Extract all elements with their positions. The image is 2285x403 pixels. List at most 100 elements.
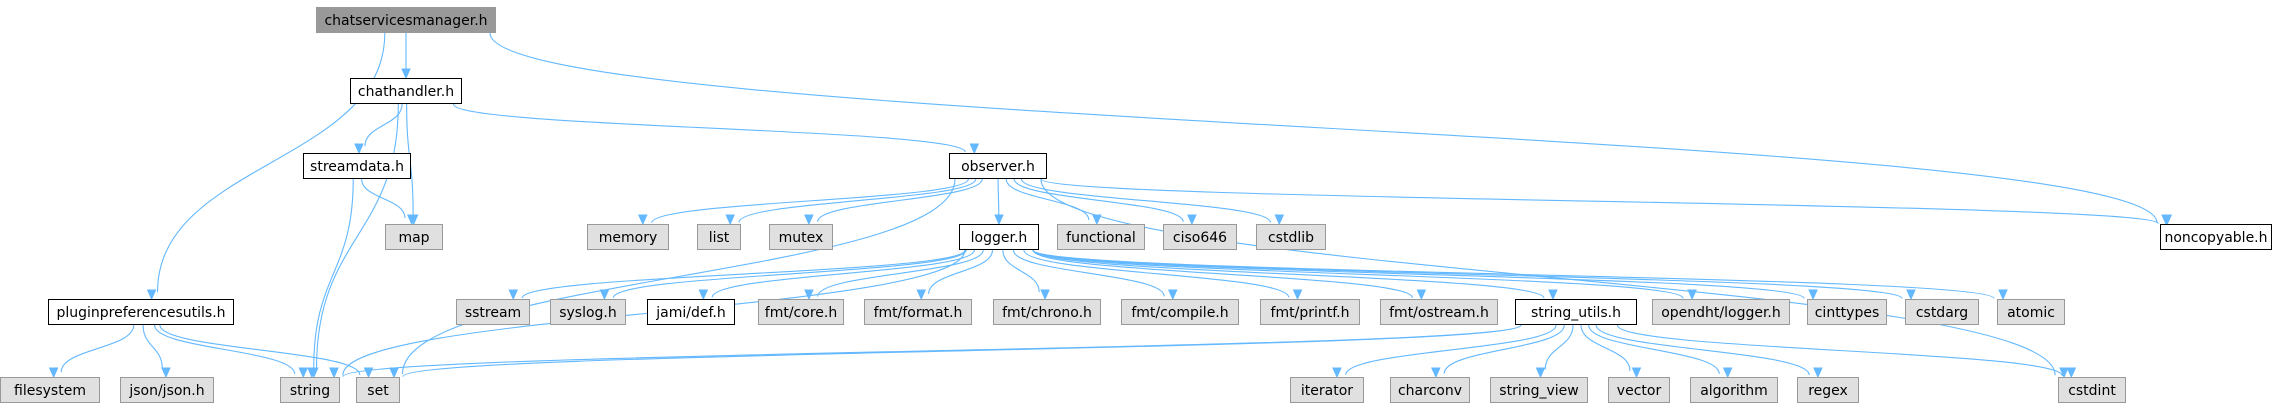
edge-arrowhead: [1535, 367, 1546, 379]
node-observer[interactable]: observer.h: [949, 153, 1047, 179]
edge-line: [1020, 178, 1271, 223]
node-iterator: iterator: [1290, 377, 1364, 403]
node-label: streamdata.h: [310, 159, 404, 175]
edge-arrowhead: [2066, 367, 2077, 379]
node-label: string_view: [1499, 383, 1578, 399]
edge-observer-to-memory: [638, 178, 969, 226]
edge-line: [60, 324, 135, 373]
edge-logger-to-opendhtlogger: [1032, 249, 1697, 301]
node-label: fmt/printf.h: [1271, 305, 1350, 321]
edge-arrowhead: [1813, 367, 1823, 379]
edge-logger-to-sstream: [508, 249, 966, 301]
edge-arrowhead: [1998, 289, 2008, 301]
node-string_utils[interactable]: string_utils.h: [1515, 299, 1637, 325]
edge-arrowhead: [146, 289, 157, 301]
edge-arrowhead: [994, 214, 1004, 226]
edge-arrowhead: [1548, 289, 1558, 301]
node-logger[interactable]: logger.h: [959, 224, 1039, 250]
edge-observer-to-mutex: [804, 178, 983, 226]
edge-observer-to-ciso646: [1013, 178, 1197, 226]
edge-line: [1588, 324, 1720, 374]
node-label: syslog.h: [559, 305, 617, 321]
node-fmtprintf: fmt/printf.h: [1260, 299, 1360, 325]
edge-arrowhead: [1722, 367, 1733, 379]
node-box: [1797, 377, 1859, 403]
edge-line: [1040, 178, 2159, 225]
edge-string_utils-to-charconv: [1431, 324, 1565, 379]
node-chathandler[interactable]: chathandler.h: [350, 78, 462, 104]
edge-chatservicesmanager-to-chathandler: [401, 33, 411, 80]
edge-arrowhead: [1332, 367, 1342, 379]
edge-arrowhead: [804, 214, 814, 226]
edge-line: [364, 103, 403, 147]
node-noncopyable[interactable]: noncopyable.h: [2160, 224, 2272, 250]
node-jamidef[interactable]: jami/def.h: [647, 299, 735, 325]
node-label: map: [398, 230, 429, 246]
node-box: [316, 7, 496, 33]
node-label: noncopyable.h: [2164, 230, 2267, 246]
node-box: [1390, 377, 1470, 403]
edge-line: [1595, 324, 1810, 376]
node-label: mutex: [779, 230, 824, 246]
edge-arrowhead: [1416, 289, 1427, 301]
node-label: list: [709, 230, 730, 246]
node-box: [1490, 377, 1588, 403]
node-box: [550, 299, 626, 325]
node-label: chatservicesmanager.h: [324, 13, 487, 29]
node-box: [1256, 224, 1326, 250]
node-box: [993, 299, 1101, 325]
node-label: cstdlib: [1268, 230, 1314, 246]
node-box: [1380, 299, 1498, 325]
edge-logger-to-fmtostream: [1032, 249, 1427, 301]
edge-pluginpreferencesutils-to-filesystem: [48, 324, 135, 379]
edge-string_utils-to-string_view: [1535, 324, 1574, 379]
edge-logger-to-string_utils: [1032, 249, 1558, 301]
edge-arrowhead: [2162, 214, 2173, 226]
node-pluginpreferencesutils[interactable]: pluginpreferencesutils.h: [48, 299, 234, 325]
node-label: atomic: [2007, 305, 2055, 321]
edge-arrowhead: [1187, 214, 1197, 226]
edge-arrowhead: [161, 367, 171, 379]
edge-arrowhead: [389, 367, 399, 379]
edge-arrowhead: [698, 289, 709, 301]
edge-logger-to-fmtformat: [916, 249, 994, 301]
edge-arrowhead: [916, 289, 927, 301]
node-jsonjson: json/json.h: [120, 377, 214, 403]
edge-logger-to-atomic: [1032, 249, 2008, 301]
edge-logger-to-fmtcompile: [1012, 249, 1178, 301]
node-box: [587, 224, 669, 250]
edge-line: [313, 178, 354, 369]
node-box: [0, 377, 100, 403]
edge-logger-to-fmtcore: [804, 249, 984, 301]
node-functional: functional: [1057, 224, 1145, 250]
edge-string_utils-to-string: [329, 324, 1522, 379]
edge-arrowhead: [298, 367, 309, 379]
edge-line: [401, 178, 956, 375]
node-box: [2058, 377, 2126, 403]
node-string_view: string_view: [1490, 377, 1588, 403]
edge-line: [1040, 178, 2056, 376]
node-streamdata[interactable]: streamdata.h: [303, 153, 411, 179]
edge-arrowhead: [1631, 367, 1642, 379]
node-box: [1163, 224, 1237, 250]
node-fmtformat: fmt/format.h: [864, 299, 972, 325]
node-box: [1652, 299, 1790, 325]
node-chatservicesmanager[interactable]: chatservicesmanager.h: [316, 7, 496, 33]
edge-arrowhead: [1687, 289, 1697, 301]
node-label: string_utils.h: [1531, 305, 1621, 321]
edge-pluginpreferencesutils-to-set: [159, 324, 374, 379]
edge-arrowhead: [401, 68, 411, 80]
node-box: [1807, 299, 1887, 325]
node-list: list: [697, 224, 741, 250]
node-box: [1057, 224, 1145, 250]
edge-line: [452, 103, 966, 153]
edge-arrowhead: [48, 367, 59, 379]
edge-line: [342, 324, 1522, 378]
node-box: [697, 224, 741, 250]
edge-arrowhead: [638, 214, 648, 226]
edge-line: [153, 324, 296, 375]
node-cinttypes: cinttypes: [1807, 299, 1887, 325]
edge-arrowhead: [1292, 289, 1303, 301]
node-cstdint: cstdint: [2058, 377, 2126, 403]
